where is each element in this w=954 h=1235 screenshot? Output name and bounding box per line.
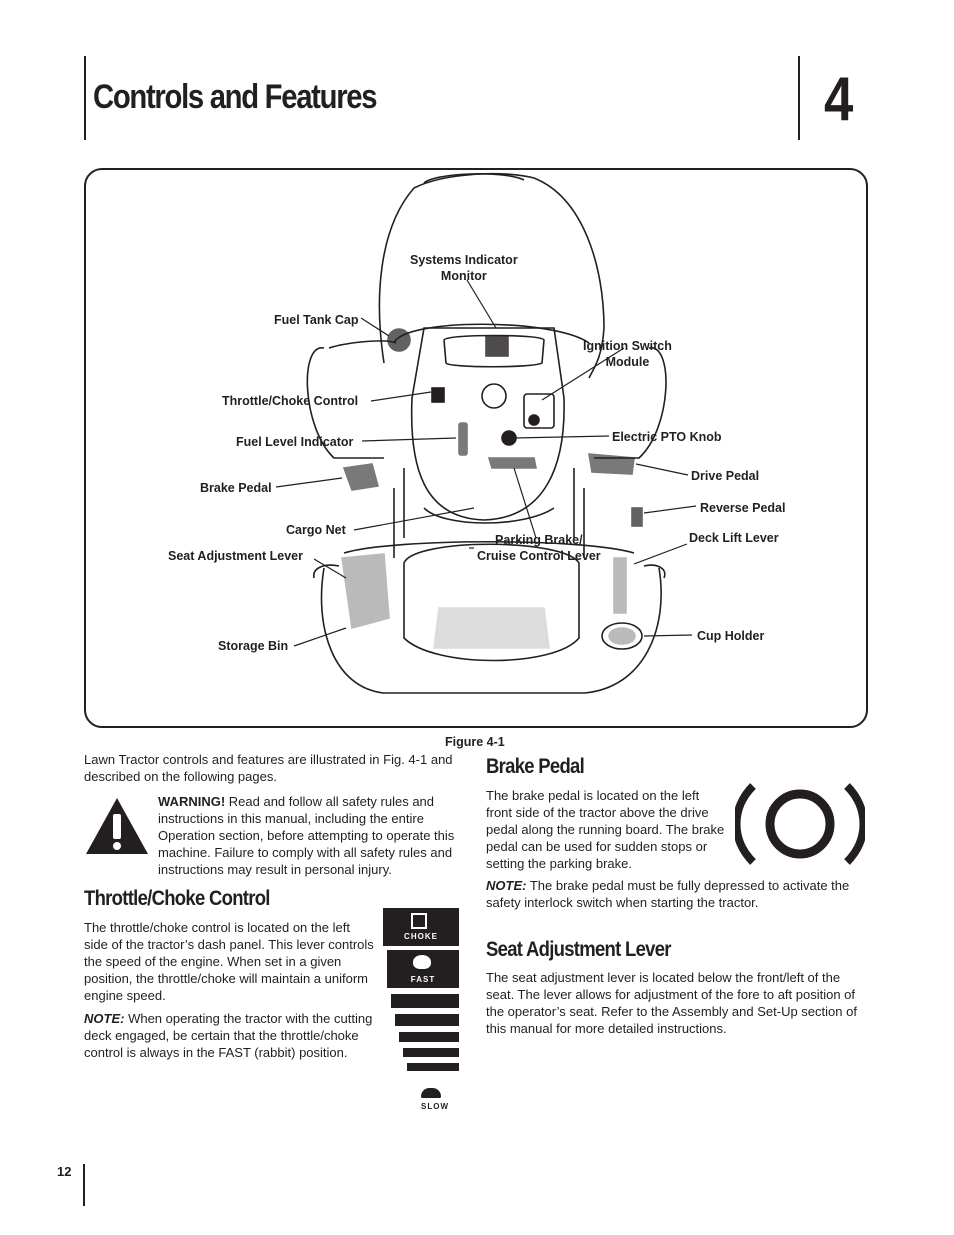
throttle-note-text: When operating the tractor with the cutt…	[84, 1011, 373, 1060]
decal-bar	[403, 1048, 459, 1057]
decal-slow-label: SLOW	[421, 1102, 449, 1111]
throttle-note: NOTE: When operating the tractor with th…	[84, 1010, 374, 1061]
warning-label: WARNING!	[158, 794, 226, 809]
decal-choke-block: CHOKE	[383, 908, 459, 946]
label-drive-pedal: Drive Pedal	[691, 469, 760, 483]
decal-bar	[395, 1014, 459, 1026]
throttle-heading: Throttle/Choke Control	[84, 887, 270, 910]
brake-note-text: The brake pedal must be fully depressed …	[486, 878, 850, 910]
turtle-icon	[421, 1088, 441, 1098]
figure-caption: Figure 4-1	[445, 735, 505, 749]
tractor-illustration	[275, 172, 697, 694]
label-cup-holder: Cup Holder	[697, 629, 765, 643]
page-number: 12	[57, 1164, 72, 1179]
label-cargo-net: Cargo Net	[286, 523, 346, 537]
header-rule-right	[798, 56, 800, 140]
warning-icon	[86, 798, 148, 854]
throttle-body: The throttle/choke control is located on…	[84, 920, 374, 1003]
brake-symbol-icon	[735, 783, 865, 865]
warning-text: WARNING! Read and follow all safety rule…	[158, 793, 458, 878]
figure-frame	[84, 168, 868, 728]
warning-body: Read and follow all safety rules and ins…	[158, 794, 455, 877]
label-throttle-choke: Throttle/Choke Control	[222, 394, 359, 408]
label-fuel-level: Fuel Level Indicator	[236, 435, 354, 449]
seat-heading: Seat Adjustment Lever	[486, 938, 672, 961]
brake-heading: Brake Pedal	[486, 755, 585, 778]
throttle-note-label: NOTE:	[84, 1011, 125, 1026]
choke-icon	[411, 913, 427, 929]
header-rule-left	[84, 56, 86, 140]
footer-rule	[83, 1164, 85, 1206]
decal-fast-block: FAST	[387, 950, 459, 988]
label-fuel-tank-cap: Fuel Tank Cap	[274, 313, 359, 327]
label-seat-adjustment: Seat Adjustment Lever	[168, 549, 303, 563]
label-electric-pto: Electric PTO Knob	[612, 430, 722, 444]
label-brake-pedal: Brake Pedal	[200, 481, 272, 495]
label-storage-bin: Storage Bin	[218, 639, 289, 653]
decal-bar	[399, 1032, 459, 1042]
label-deck-lift: Deck Lift Lever	[689, 531, 779, 545]
label-parking-brake: Parking Brake/ Cruise Control Lever	[477, 533, 601, 563]
brake-body: The brake pedal is located on the left f…	[486, 788, 725, 871]
brake-note: NOTE: The brake pedal must be fully depr…	[486, 877, 866, 911]
intro-text: Lawn Tractor controls and features are i…	[84, 752, 453, 784]
decal-fast-label: FAST	[410, 975, 436, 984]
label-systems-indicator: Systems Indicator Monitor	[410, 253, 518, 283]
chapter-title: Controls and Features	[93, 78, 378, 116]
label-reverse-pedal: Reverse Pedal	[700, 501, 786, 515]
chapter-number: 4	[824, 65, 854, 134]
brake-note-label: NOTE:	[486, 878, 527, 893]
seat-body: The seat adjustment lever is located bel…	[486, 970, 857, 1036]
decal-bar	[391, 994, 459, 1008]
throttle-decal: CHOKE FAST SLOW	[383, 908, 459, 1118]
decal-choke-label: CHOKE	[404, 932, 438, 941]
label-ignition-switch: Ignition Switch Module	[583, 339, 672, 369]
decal-bar	[407, 1063, 459, 1071]
rabbit-icon	[413, 955, 431, 969]
